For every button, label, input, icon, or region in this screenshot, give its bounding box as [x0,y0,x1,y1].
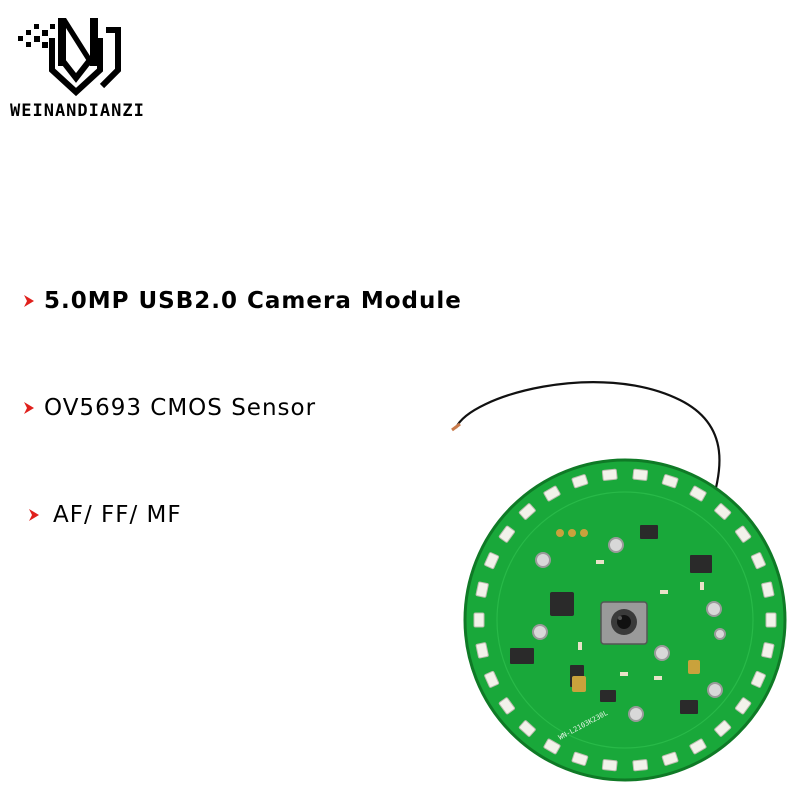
led [735,697,752,715]
led [661,751,679,766]
led [484,552,500,570]
led [761,642,775,659]
led [750,670,766,688]
led [601,468,618,481]
led [571,751,589,766]
mounting-holes [532,537,726,722]
brand-logo [18,8,128,98]
led [689,738,707,755]
led [632,759,649,772]
smd-parts [578,560,704,680]
led [714,720,732,737]
led [543,485,561,502]
red-chevron-icon [24,402,34,414]
feature-item: AF/ FF/ MF [27,502,182,528]
red-chevron-icon [29,509,39,521]
led [571,474,589,489]
feature-text: AF/ FF/ MF [53,502,182,528]
led [714,503,732,520]
led [661,474,679,489]
camera-sensor [600,601,648,645]
components [556,529,700,692]
feature-item: OV5693 CMOS Sensor [22,395,316,421]
led [473,612,485,628]
led [765,612,777,628]
brand-name: WEINANDIANZI [10,101,145,121]
led [750,552,766,570]
led [475,642,489,659]
camera-module-photo: WN-L2103K230L [451,381,787,782]
led [689,485,707,502]
led [543,738,561,755]
led [735,525,752,543]
led-ring [473,468,777,772]
led [518,503,536,520]
led [498,525,515,543]
led [761,581,775,598]
feature-text: OV5693 CMOS Sensor [44,395,317,421]
led [484,670,500,688]
led [632,468,649,481]
led [518,720,536,737]
led [498,697,515,715]
led [601,759,618,772]
red-chevron-icon [24,295,34,307]
feature-item: 5.0MP USB2.0 Camera Module [22,288,462,314]
feature-text: 5.0MP USB2.0 Camera Module [44,288,462,314]
wn-logo-icon [18,18,121,97]
led [475,581,489,598]
